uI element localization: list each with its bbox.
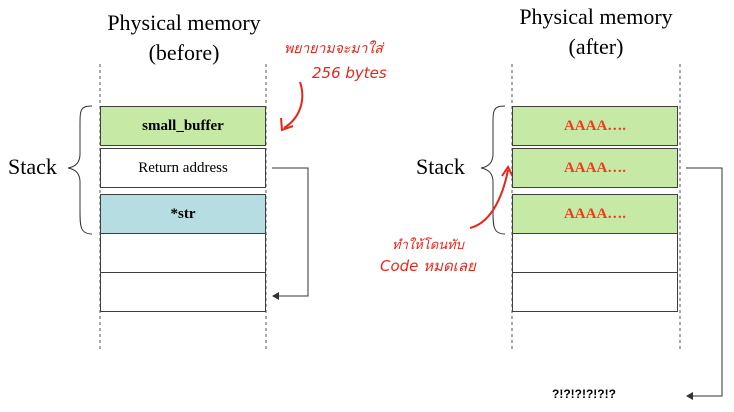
- annotation-mid-line2: Code หมดเลย: [380, 257, 476, 275]
- before-title: Physical memory (before): [84, 8, 284, 68]
- memory-cell-overflow: AAAA….: [512, 194, 678, 234]
- corrupted-return-arrow: [686, 167, 723, 397]
- annotation-arrow-mid: [469, 169, 509, 229]
- stack-label-before: Stack: [8, 154, 57, 179]
- before-title-line1: Physical memory: [107, 10, 261, 35]
- after-title-line2: (after): [568, 34, 624, 59]
- memory-cell-empty: [512, 234, 678, 274]
- annotation-top-line2: 256 bytes: [312, 64, 387, 82]
- before-title-line2: (before): [148, 40, 220, 65]
- memory-cell-overflow: AAAA….: [512, 148, 678, 188]
- annotation-top-line1: พยายามจะมาใส่: [284, 41, 383, 57]
- annotation-arrow-top: [283, 81, 304, 129]
- stack-brace-after: [480, 105, 506, 235]
- stack-brace-before: [67, 105, 93, 235]
- memory-cell-empty: [100, 234, 266, 274]
- memory-cell-empty: [512, 272, 678, 312]
- annotation-mid-line1: ทำให้โดนทับ: [392, 238, 464, 253]
- memory-cell-str-pointer: *str: [100, 194, 266, 234]
- stack-label-after: Stack: [416, 154, 465, 179]
- memory-cell-empty: [100, 272, 266, 312]
- return-address-arrow: [272, 167, 309, 297]
- after-title-line1: Physical memory: [519, 4, 673, 29]
- memory-cell-return-address: Return address: [100, 148, 266, 188]
- memory-cell-overflow: AAAA….: [512, 106, 678, 146]
- unknown-destination-label: ?!?!?!?!?!?: [552, 387, 616, 401]
- after-title: Physical memory (after): [496, 2, 696, 62]
- memory-cell-small-buffer: small_buffer: [100, 106, 266, 146]
